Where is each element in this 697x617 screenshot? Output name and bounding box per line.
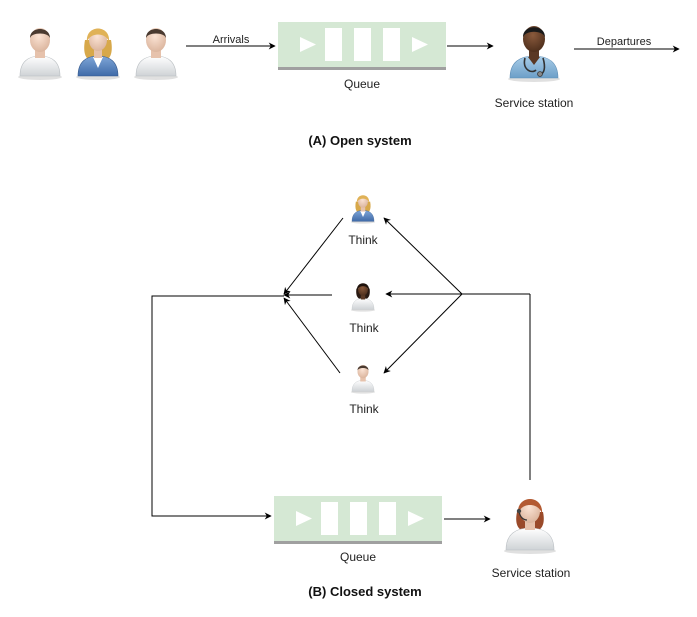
- to-think-3-arrow: [383, 293, 463, 374]
- think-label-2: Think: [349, 321, 379, 335]
- think-dark-woman-icon: [350, 282, 376, 312]
- to-think-1-arrow: [383, 217, 463, 295]
- closed-station-label: Service station: [492, 566, 571, 580]
- open-system: Arrivals Queue Service station Departure…: [17, 22, 680, 148]
- closed-system-caption: (B) Closed system: [308, 584, 421, 599]
- doctor-icon: [507, 25, 561, 83]
- to-queue-loop: [151, 295, 284, 520]
- open-queue: [278, 22, 446, 70]
- receptionist-icon: [503, 498, 557, 555]
- open-system-caption: (A) Open system: [308, 133, 411, 148]
- from-think-3-arrow: [283, 297, 341, 374]
- think-woman-icon: [350, 194, 376, 224]
- closed-system: Think Think Think Queue Service station …: [151, 194, 571, 599]
- departures-label: Departures: [597, 36, 652, 48]
- from-think-1-arrow: [283, 217, 344, 295]
- arrivals-label: Arrivals: [213, 34, 250, 46]
- arriving-man-icon: [133, 27, 179, 81]
- think-label-3: Think: [349, 402, 379, 416]
- open-station-label: Service station: [495, 96, 574, 110]
- closed-queue-label: Queue: [340, 550, 376, 564]
- think-man-icon: [350, 364, 376, 394]
- open-queue-label: Queue: [344, 77, 380, 91]
- arriving-woman-icon: [75, 28, 121, 81]
- arriving-man-icon: [17, 27, 63, 81]
- think-label-1: Think: [348, 233, 378, 247]
- closed-queue: [274, 496, 442, 544]
